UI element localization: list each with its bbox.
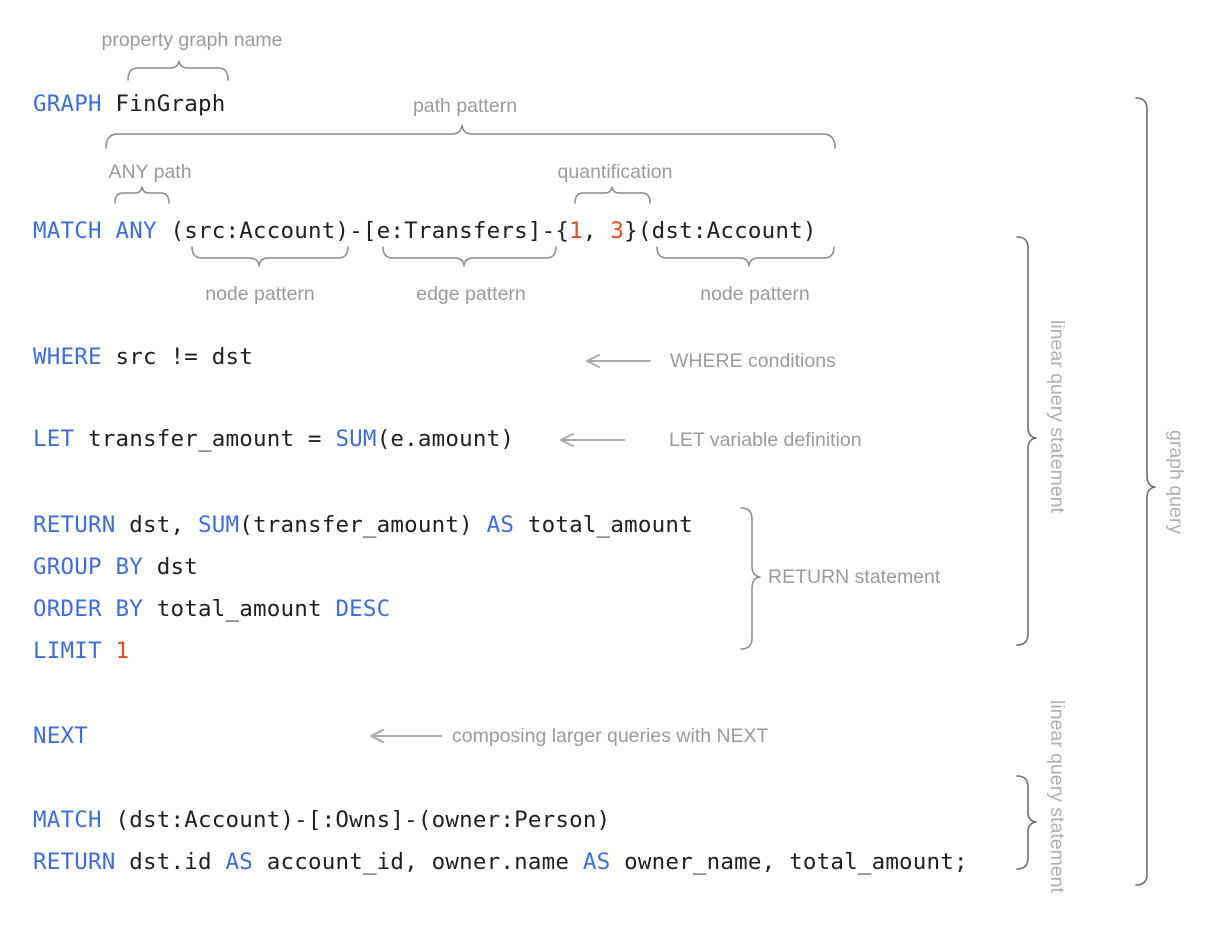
code-token: WHERE <box>33 344 102 370</box>
code-line-next: NEXT <box>33 725 88 748</box>
code-token: account_id, owner.name <box>252 849 583 875</box>
label-property-graph-name: property graph name <box>101 29 283 51</box>
brace-node-pattern-right <box>656 246 835 267</box>
label-linear-query-statement-top: linear query statement <box>1046 320 1068 513</box>
code-line-match: MATCH ANY (src:Account)-[e:Transfers]-{1… <box>33 220 817 243</box>
code-line-order: ORDER BY total_amount DESC <box>33 598 390 621</box>
code-token: FinGraph <box>101 91 226 117</box>
brace-node-pattern-left <box>191 246 349 267</box>
code-token <box>102 218 116 244</box>
code-token: src != dst <box>101 344 253 370</box>
code-token: AS <box>582 849 611 875</box>
code-token: transfer_amount = <box>74 426 336 452</box>
code-line-where: WHERE src != dst <box>33 346 253 369</box>
code-token: total_amount <box>142 596 336 622</box>
code-token: owner_name, total_amount; <box>610 849 968 875</box>
code-token: (dst:Account)-[:Owns]-(owner:Person) <box>101 807 611 833</box>
code-token: ANY <box>115 218 157 244</box>
code-token: MATCH <box>33 807 102 833</box>
code-token: SUM <box>197 512 240 538</box>
label-path-pattern: path pattern <box>412 95 518 117</box>
code-line-let: LET transfer_amount = SUM(e.amount) <box>33 428 514 451</box>
code-token: ORDER BY <box>33 596 143 622</box>
label-quantification: quantification <box>557 161 673 183</box>
label-graph-query: graph query <box>1165 430 1187 535</box>
code-token: (e.amount) <box>376 426 515 452</box>
code-token: AS <box>486 512 515 538</box>
label-node-pattern-right: node pattern <box>700 283 810 305</box>
label-edge-pattern: edge pattern <box>416 283 526 305</box>
label-let-variable-definition: LET variable definition <box>669 429 862 451</box>
label-where-conditions: WHERE conditions <box>670 350 836 372</box>
brace-return-statement <box>740 507 761 650</box>
label-linear-query-statement-bottom: linear query statement <box>1046 700 1068 893</box>
code-token: (transfer_amount) <box>239 512 487 538</box>
brace-property-graph-name <box>127 60 229 81</box>
arrow-let-variable-definition <box>560 433 625 447</box>
code-token: GROUP BY <box>33 554 143 580</box>
brace-any-path <box>114 186 170 204</box>
code-token: DESC <box>335 596 391 622</box>
code-token: dst <box>142 554 198 580</box>
code-token: SUM <box>335 426 377 452</box>
brace-graph-query <box>1135 97 1156 886</box>
code-token: NEXT <box>33 723 88 749</box>
code-token: LIMIT <box>33 638 102 664</box>
label-composing-next: composing larger queries with NEXT <box>452 725 769 747</box>
code-token: total_amount <box>514 512 693 538</box>
brace-path-pattern <box>105 124 836 149</box>
code-token: RETURN <box>33 849 116 875</box>
code-token: 1 <box>569 218 583 244</box>
code-token: MATCH <box>33 218 102 244</box>
code-token: dst.id <box>115 849 226 875</box>
code-token: , <box>582 218 611 244</box>
code-token: LET <box>33 426 75 452</box>
code-token: }(dst:Account) <box>624 218 817 244</box>
brace-quantification <box>574 186 651 204</box>
label-node-pattern-left: node pattern <box>205 283 315 305</box>
code-line-return: RETURN dst, SUM(transfer_amount) AS tota… <box>33 514 693 537</box>
code-line-return2: RETURN dst.id AS account_id, owner.name … <box>33 851 968 874</box>
label-return-statement: RETURN statement <box>768 566 941 588</box>
arrow-where-conditions <box>586 354 651 368</box>
code-token: 3 <box>610 218 625 244</box>
code-token: dst, <box>115 512 198 538</box>
brace-edge-pattern <box>382 246 557 267</box>
code-token: AS <box>225 849 253 875</box>
code-line-group: GROUP BY dst <box>33 556 198 579</box>
code-line-graph: GRAPH FinGraph <box>33 93 225 116</box>
code-token: 1 <box>115 638 130 664</box>
code-line-match2: MATCH (dst:Account)-[:Owns]-(owner:Perso… <box>33 809 610 832</box>
code-token: RETURN <box>33 512 116 538</box>
arrow-composing-next <box>370 729 442 743</box>
code-token: (src:Account)-[e:Transfers]-{ <box>156 218 570 244</box>
code-token <box>102 638 116 664</box>
code-token: GRAPH <box>33 91 102 117</box>
brace-linear-query-statement-top <box>1016 236 1037 646</box>
label-any-path: ANY path <box>108 161 192 183</box>
code-line-limit: LIMIT 1 <box>33 640 129 663</box>
brace-linear-query-statement-bottom <box>1016 775 1037 870</box>
